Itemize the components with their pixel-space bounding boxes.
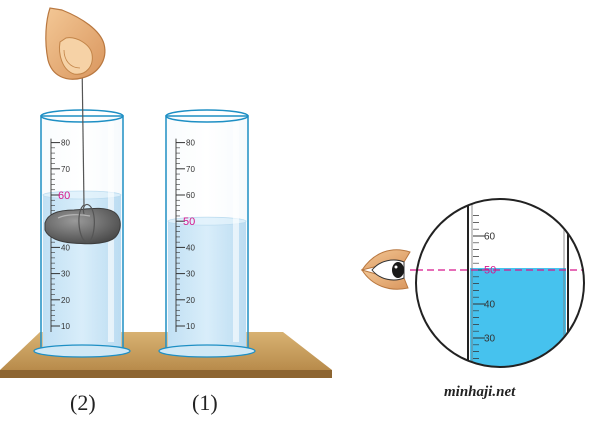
glass-rim (40, 109, 124, 123)
scale-tick-label: 30 (61, 270, 70, 279)
scale-tick-label: 40 (61, 243, 70, 252)
cylinder-water-only: 10 20 30 40 60 70 80 50 (158, 109, 256, 358)
zoom-scale-tick-label: 40 (484, 300, 496, 311)
stone-icon (44, 207, 121, 245)
cylinder-with-stone: 10203040507080 60 (33, 59, 131, 358)
eye-icon (360, 249, 411, 290)
scale-tick-label: 70 (61, 165, 70, 174)
zoom-scale-tick-label: 30 (484, 334, 496, 345)
glass-highlight (233, 122, 239, 342)
caption-cylinder-1: (1) (192, 390, 218, 415)
scale-tick-label: 20 (186, 296, 195, 305)
zoom-level-label: 50 (484, 265, 496, 277)
scale-tick-label: 80 (61, 139, 70, 148)
scale-tick-label: 10 (186, 322, 195, 331)
cylinder-base (158, 344, 256, 358)
graduated-scale: 10 20 30 40 60 70 80 (175, 138, 195, 332)
zoom-scale-tick-label: 60 (484, 232, 496, 243)
scale-tick-label: 70 (186, 165, 195, 174)
hand-icon (45, 7, 106, 80)
scale-tick-label: 80 (186, 139, 195, 148)
scale-tick-label: 40 (186, 243, 195, 252)
glass-rim (165, 109, 249, 123)
zoom-water (470, 268, 566, 367)
cylinder-base (33, 344, 131, 358)
string (78, 59, 95, 243)
level-label: 60 (58, 190, 70, 202)
scale-tick-label: 20 (61, 296, 70, 305)
scale-tick-label: 60 (186, 191, 195, 200)
zoom-view: 30 40 50 60 (415, 198, 585, 368)
scale-tick-label: 30 (186, 270, 195, 279)
level-label: 50 (183, 216, 195, 228)
watermark: minhaji.net (444, 384, 516, 400)
caption-cylinder-2: (2) (70, 390, 96, 415)
scale-tick-label: 10 (61, 322, 70, 331)
